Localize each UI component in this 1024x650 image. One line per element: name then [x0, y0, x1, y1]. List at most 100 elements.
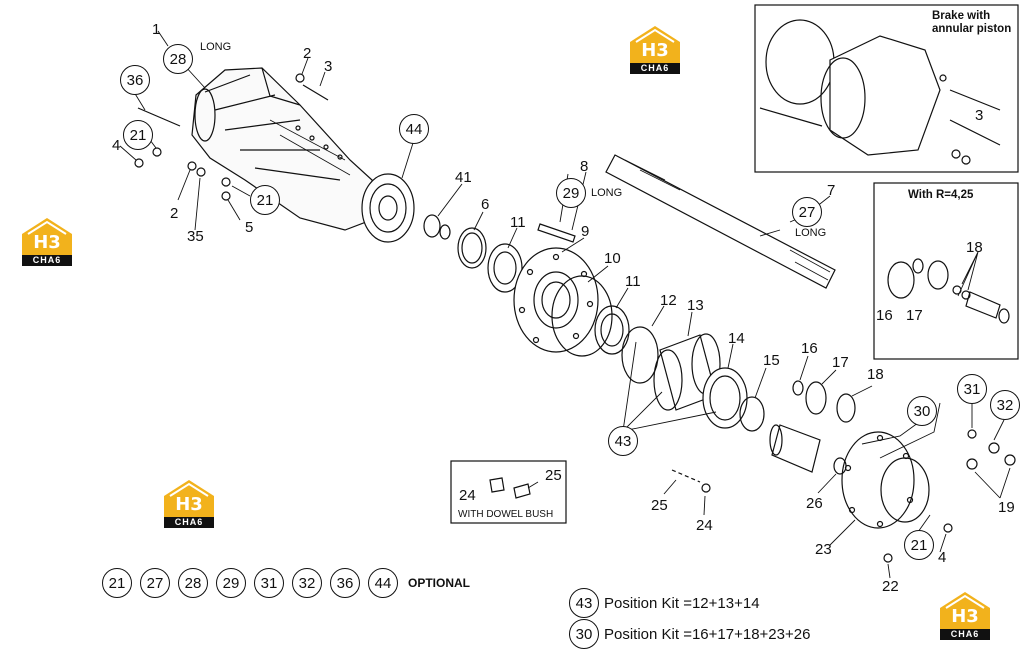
callout-30: 30	[907, 396, 937, 426]
callout-19: 19	[998, 499, 1015, 516]
callout-1: 1	[152, 21, 161, 38]
axle-shaft-27	[605, 154, 836, 289]
callout-31: 31	[957, 374, 987, 404]
logo-house-icon	[22, 218, 72, 255]
logo-sub: CHA6	[164, 517, 214, 528]
logo-main: H3	[641, 39, 669, 61]
callout-36: 36	[120, 65, 150, 95]
snap-ring-12	[621, 326, 659, 384]
disc-15	[739, 396, 765, 432]
optional-item: 44	[368, 568, 398, 598]
callout-3a: 3	[324, 58, 333, 75]
inset-brake-callout-3: 3	[975, 107, 984, 124]
callout-24a: 24	[696, 517, 713, 534]
sun-gear-shaft	[769, 424, 821, 473]
kit-note-43: 43 Position Kit =12+13+14	[569, 588, 760, 618]
callout-2a: 2	[303, 45, 312, 62]
logo-main: H3	[33, 231, 61, 253]
optional-item: 28	[178, 568, 208, 598]
inset-dowel-box	[450, 460, 567, 524]
inset-brake-box	[754, 4, 1019, 173]
callout-32: 32	[990, 390, 1020, 420]
callout-21a: 21	[123, 120, 153, 150]
callout-6: 6	[481, 196, 490, 213]
ring-41	[423, 214, 441, 238]
callout-2b: 2	[170, 205, 179, 222]
callout-5: 5	[245, 219, 254, 236]
callout-29: 29	[556, 178, 586, 208]
wheel-bolt-8	[537, 223, 576, 243]
bearing-11b	[594, 305, 630, 355]
callout-8: 8	[580, 158, 589, 175]
logo-house-icon	[940, 592, 990, 629]
seal-6	[457, 227, 487, 269]
optional-item: 21	[102, 568, 132, 598]
callout-15: 15	[763, 352, 780, 369]
brand-logo: H3 CHA6	[938, 590, 992, 640]
wheel-hub-9	[513, 247, 599, 353]
brand-logo: H3 CHA6	[20, 216, 74, 266]
callout-4a: 4	[112, 137, 121, 154]
callout-25a: 25	[651, 497, 668, 514]
callout-11a: 11	[510, 214, 526, 231]
inset-r425-title: With R=4,25	[908, 189, 974, 201]
callout-9: 9	[581, 223, 590, 240]
logo-house-icon	[630, 26, 680, 63]
inset-r425-callout-17: 17	[906, 307, 923, 324]
logo-house-icon	[164, 480, 214, 517]
inset-dowel-callout-24: 24	[459, 487, 476, 504]
brand-logo: H3 CHA6	[162, 478, 216, 528]
callout-21c: 21	[904, 530, 934, 560]
optional-item: 27	[140, 568, 170, 598]
inset-dowel-callout-25: 25	[545, 467, 562, 484]
logo-main: H3	[175, 493, 203, 515]
optional-label: OPTIONAL	[408, 576, 470, 590]
label-long-1: LONG	[200, 41, 232, 53]
callout-27: 27	[792, 197, 822, 227]
callout-23: 23	[815, 541, 832, 558]
kit-note-30: 30 Position Kit =16+17+18+23+26	[569, 619, 810, 649]
callout-21b: 21	[250, 185, 280, 215]
callout-22: 22	[882, 578, 899, 595]
label-long-3: LONG	[795, 227, 827, 239]
kit-text: Position Kit =16+17+18+23+26	[604, 625, 811, 643]
stud-36	[137, 107, 181, 127]
callout-18: 18	[867, 366, 884, 383]
logo-sub: CHA6	[940, 629, 990, 640]
optional-item: 31	[254, 568, 284, 598]
optional-items-row: 21 27 28 29 31 32 36 44 OPTIONAL	[102, 568, 470, 598]
callout-26: 26	[806, 495, 823, 512]
inset-brake-title: Brake with annular piston	[932, 10, 1012, 36]
bolt-3	[302, 84, 329, 101]
o-ring-10	[551, 275, 613, 357]
washer-26	[833, 457, 847, 475]
logo-sub: CHA6	[630, 63, 680, 74]
callout-44: 44	[399, 114, 429, 144]
callout-41: 41	[455, 169, 472, 186]
callout-35: 35	[187, 228, 204, 245]
kit-number: 43	[569, 588, 599, 618]
callout-7: 7	[827, 182, 836, 199]
callout-17: 17	[832, 354, 849, 371]
callout-12: 12	[660, 292, 677, 309]
gear-18	[836, 393, 856, 423]
callout-16: 16	[801, 340, 818, 357]
flange-44	[361, 173, 415, 243]
inset-r425-box	[873, 182, 1019, 360]
callout-43: 43	[608, 426, 638, 456]
label-long-2: LONG	[591, 187, 623, 199]
callout-14: 14	[728, 330, 745, 347]
planet-cover-23	[841, 431, 930, 529]
bearing-11a	[487, 243, 523, 293]
ring-16	[792, 380, 804, 396]
kit-number: 30	[569, 619, 599, 649]
kit-text: Position Kit =12+13+14	[604, 594, 760, 612]
planet-carrier-14	[702, 367, 748, 429]
logo-sub: CHA6	[22, 255, 72, 266]
callout-11b: 11	[625, 273, 641, 290]
callout-28: 28	[163, 44, 193, 74]
inset-dowel-label: WITH DOWEL BUSH	[458, 509, 554, 520]
optional-item: 36	[330, 568, 360, 598]
